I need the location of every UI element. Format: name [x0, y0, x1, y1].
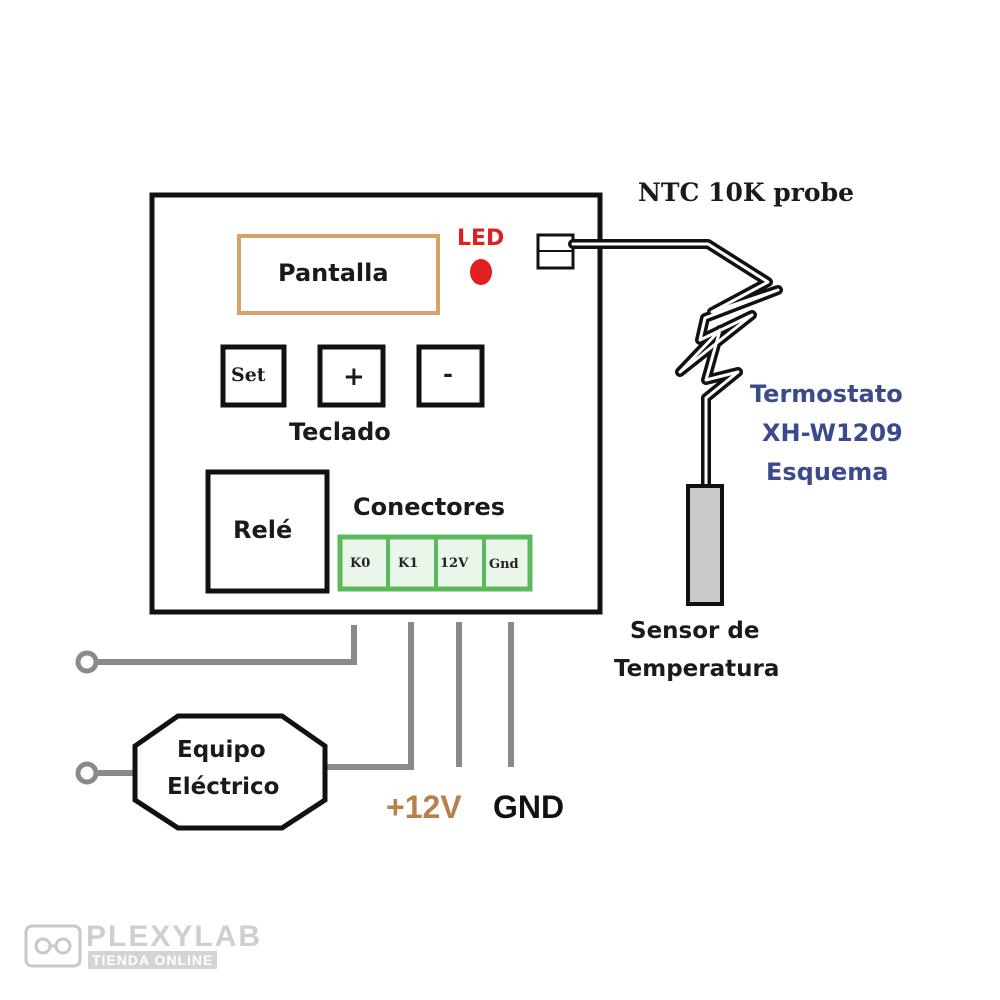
plexylab-logo-icon [24, 924, 82, 968]
probe-cable [568, 239, 783, 493]
k0-wire [92, 625, 357, 665]
sensor-label-line-1: Sensor de [630, 618, 760, 644]
terminal-label-12v: 12V [440, 556, 469, 571]
display-box [237, 234, 440, 315]
output-wires [92, 622, 514, 776]
equipment-label-line-1: Equipo [177, 737, 266, 763]
title-line-3: Esquema [766, 458, 889, 486]
watermark-tagline: TIENDA ONLINE [88, 951, 218, 969]
set-key [220, 344, 287, 408]
equipment-label-line-2: Eléctrico [167, 774, 280, 800]
temperature-sensor-body [686, 484, 724, 606]
watermark-brand: PLEXYLAB [86, 920, 263, 953]
minus-key-label: - [443, 359, 453, 388]
title-line-1: Termostato [750, 380, 903, 408]
terminal-label-k1: K1 [398, 556, 419, 571]
power-plus-label: +12V [386, 789, 462, 825]
led-label: LED [457, 226, 505, 251]
power-gnd-label: GND [493, 789, 565, 825]
terminal-label-k0: K0 [350, 556, 371, 571]
electrical-equipment-box [132, 713, 328, 831]
terminal-block [337, 534, 533, 592]
plus-key [317, 344, 386, 408]
k1-wire [325, 622, 414, 770]
minus-key [416, 344, 485, 408]
led-indicator [470, 259, 492, 285]
relay-box [205, 469, 330, 594]
relay-label: Relé [233, 516, 293, 544]
probe-title: NTC 10K probe [638, 178, 854, 207]
keypad-label: Teclado [289, 418, 391, 446]
probe-cable-core [571, 242, 780, 490]
plus-key-label: + [343, 362, 365, 392]
connectors-label: Conectores [353, 493, 506, 521]
terminal-label-gnd: Gnd [489, 557, 519, 572]
title-line-2: XH-W1209 [762, 419, 903, 447]
sensor-label-line-2: Temperatura [614, 656, 780, 682]
terminal-ring-bottom [75, 761, 99, 785]
display-label: Pantalla [278, 259, 389, 287]
set-key-label: Set [231, 364, 266, 386]
terminal-ring-top [75, 650, 99, 674]
